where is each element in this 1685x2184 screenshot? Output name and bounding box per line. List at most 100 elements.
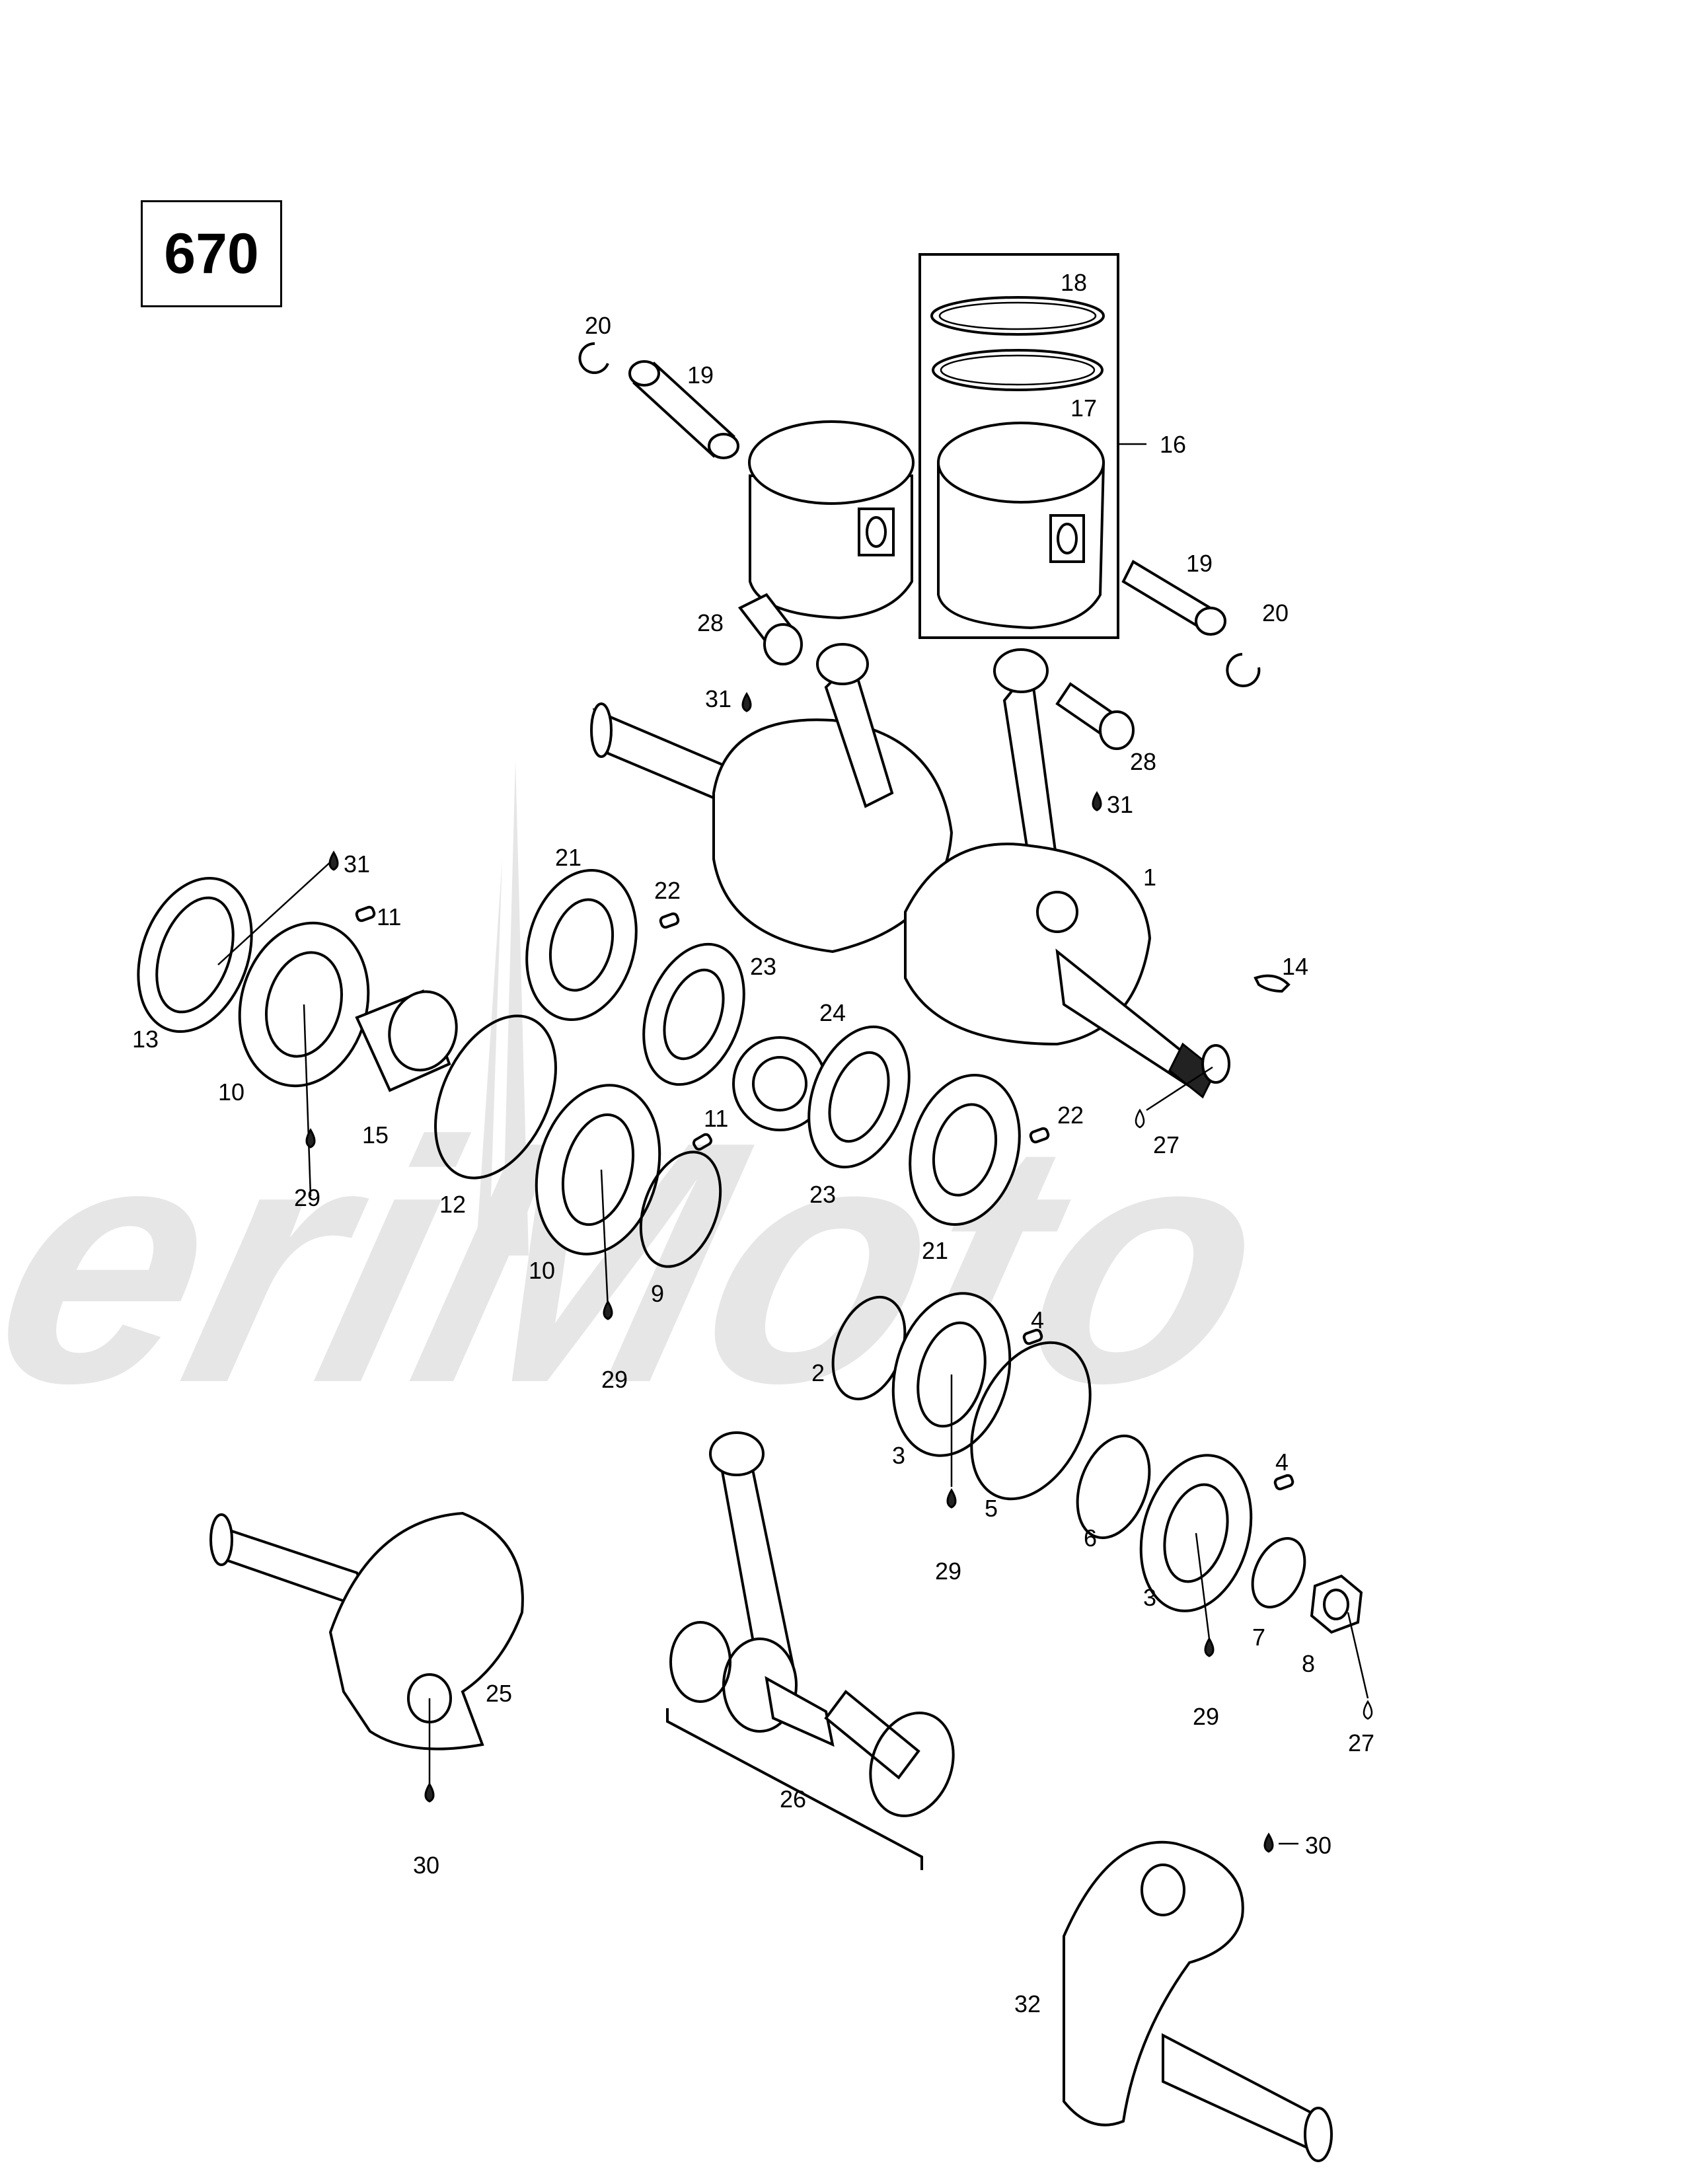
sleeve: [355, 989, 458, 1092]
callout-26: 26: [780, 1786, 806, 1813]
seal-23-upper: [642, 942, 745, 1086]
circlip-left: [578, 342, 609, 374]
callout-5: 5: [985, 1495, 998, 1522]
callout-20-right: 20: [1262, 599, 1289, 626]
nut-8: [1310, 1574, 1363, 1634]
oil-drop-icon: [424, 1782, 435, 1803]
leader-lines: [217, 443, 1369, 1845]
callout-21-upper: 21: [555, 844, 581, 871]
lubricant-symbols: [305, 692, 1373, 1853]
ring-6: [1076, 1434, 1151, 1540]
callout-13: 13: [132, 1026, 159, 1053]
thread-lock-icon: [1135, 1108, 1145, 1129]
callout-labels: 18 17 16 20 19 19 20 28 31 28 31 1 31 11…: [132, 269, 1374, 2017]
callout-10-center: 10: [529, 1257, 555, 1284]
ring-9: [639, 1150, 722, 1268]
callout-28-left: 28: [697, 609, 724, 636]
callout-32: 32: [1014, 1990, 1041, 2017]
crank-half-32: [1063, 1840, 1333, 2162]
thread-lock-icon: [1363, 1700, 1373, 1720]
callout-7: 7: [1252, 1624, 1265, 1651]
ball-bearing-21-lower: [909, 1074, 1021, 1226]
pin-11-lower: [692, 1133, 713, 1151]
callout-4-upper: 4: [1031, 1306, 1044, 1334]
callout-31-right: 31: [1107, 791, 1133, 818]
callout-11-upper: 11: [377, 903, 401, 930]
callout-18: 18: [1061, 269, 1087, 296]
callout-12: 12: [439, 1191, 466, 1218]
callout-22-upper: 22: [654, 877, 681, 904]
piston-left: [748, 420, 915, 620]
ring-12: [434, 1014, 557, 1180]
needle-bearing-upper-left: [737, 593, 803, 665]
wrist-pin-left: [628, 360, 739, 459]
callout-19-right: 19: [1186, 550, 1213, 577]
callout-17: 17: [1070, 395, 1097, 422]
pin-4-lower: [1273, 1474, 1294, 1491]
callout-24: 24: [819, 999, 846, 1026]
ball-bearing-center: [535, 1084, 661, 1256]
ring-5: [970, 1341, 1092, 1501]
pin-22-upper: [659, 912, 680, 929]
piston-kit-frame: [918, 253, 1119, 639]
callout-29-left: 29: [294, 1184, 320, 1211]
oil-drop-icon: [741, 692, 752, 712]
callout-9: 9: [651, 1280, 664, 1307]
callout-23-lower: 23: [809, 1181, 836, 1208]
piston-rings: [930, 296, 1105, 391]
pin-4-upper: [1022, 1328, 1043, 1345]
callout-16: 16: [1160, 431, 1186, 458]
watermark-tower: [476, 760, 529, 1256]
crankshaft-assembly: [590, 643, 1230, 1099]
callout-2: 2: [811, 1359, 825, 1386]
callout-29-center: 29: [601, 1366, 628, 1393]
oil-drop-icon: [1204, 1637, 1215, 1657]
oil-seal-left: [137, 876, 253, 1034]
crank-half-25: [209, 1511, 524, 1751]
callout-25: 25: [486, 1680, 512, 1707]
oil-drop-icon: [946, 1488, 957, 1509]
callout-22-lower: 22: [1057, 1102, 1084, 1129]
connecting-rod-kit: [666, 1431, 955, 1870]
ball-bearing-21-upper: [525, 869, 638, 1021]
washer-7: [1251, 1537, 1306, 1608]
callout-28-right: 28: [1130, 748, 1156, 775]
oil-drop-icon: [603, 1300, 613, 1320]
pin-11-upper: [355, 905, 376, 923]
callout-1: 1: [1143, 864, 1156, 891]
callout-29-lower-left: 29: [935, 1558, 961, 1585]
oil-drop-icon: [305, 1128, 316, 1148]
callout-3-upper: 3: [892, 1442, 905, 1469]
callout-14: 14: [1282, 953, 1308, 980]
callout-15: 15: [362, 1121, 389, 1148]
callout-20-left: 20: [585, 312, 611, 339]
callout-21-lower: 21: [922, 1237, 948, 1264]
oil-drop-icon: [328, 850, 339, 871]
seal-23-lower: [807, 1025, 911, 1169]
circlip-right: [1226, 653, 1261, 687]
callout-4-lower: 4: [1275, 1449, 1289, 1476]
callout-31-seal: 31: [344, 850, 370, 878]
piston-right: [937, 422, 1105, 630]
callout-30-right: 30: [1305, 1832, 1331, 1859]
engine-label-box: 670: [141, 200, 282, 307]
wrist-pin-right: [1121, 560, 1226, 636]
needle-bearing-upper-right: [1055, 682, 1135, 750]
callout-11-lower: 11: [704, 1105, 728, 1132]
callout-10-left: 10: [218, 1078, 244, 1106]
callout-31-upper-left: 31: [705, 685, 731, 712]
callout-23-upper: 23: [750, 953, 776, 980]
pin-22-lower: [1029, 1127, 1050, 1144]
woodruff-key: [1254, 974, 1291, 993]
engine-label: 670: [164, 221, 259, 285]
callout-6: 6: [1084, 1525, 1097, 1552]
callout-19-left: 19: [687, 361, 714, 389]
callout-30-left: 30: [413, 1852, 439, 1879]
oil-drop-icon: [1263, 1832, 1274, 1853]
watermark-logo: AeriMoto: [0, 760, 1301, 1454]
oil-drop-icon: [1092, 791, 1102, 811]
callout-27-lower: 27: [1348, 1729, 1374, 1756]
callout-29-lower-right: 29: [1193, 1703, 1219, 1730]
